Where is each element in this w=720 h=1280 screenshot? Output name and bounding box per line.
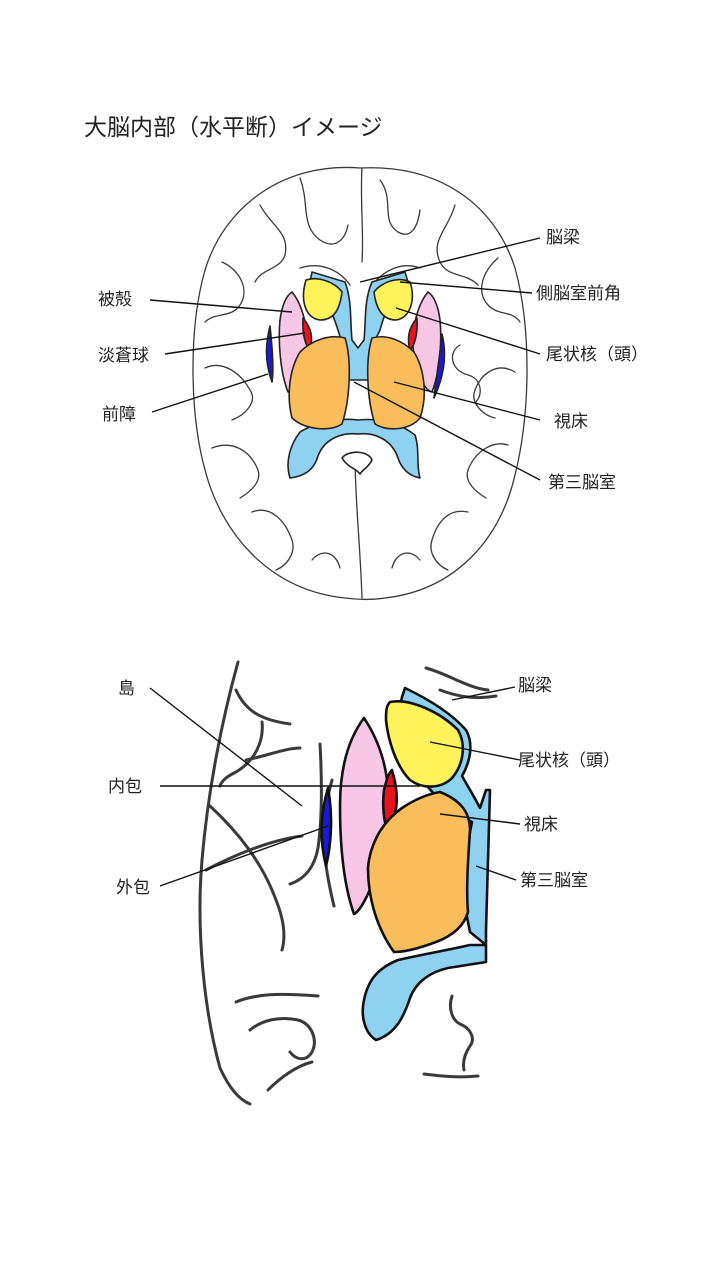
label-anterior-horn-top: 側脳室前角: [536, 284, 621, 304]
septum-gap: [341, 451, 373, 475]
label-corpus-callosum-bottom: 脳梁: [518, 676, 552, 696]
detail-thalamus: [366, 790, 472, 954]
bottom-leader-lines: [149, 686, 521, 887]
label-corpus-callosum-top: 脳梁: [546, 228, 580, 248]
label-globus-pallidus-top: 淡蒼球: [98, 346, 149, 366]
brain-outline: [192, 166, 528, 601]
label-caudate-head-top: 尾状核（頭）: [546, 345, 648, 365]
label-external-capsule-bottom: 外包: [116, 878, 150, 898]
label-thalamus-bottom: 視床: [524, 815, 558, 835]
top-labels: 脳梁 側脳室前角 被殻 淡蒼球 尾状核（頭） 前障 視床 第三脳室: [98, 228, 648, 493]
label-insula-bottom: 島: [118, 679, 135, 699]
label-putamen-top: 被殻: [98, 290, 132, 310]
label-third-ventricle-bottom: 第三脳室: [520, 871, 588, 891]
label-caudate-head-bottom: 尾状核（頭）: [518, 751, 620, 771]
bottom-labels: 脳梁 島 尾状核（頭） 内包 視床 第三脳室 外包: [108, 676, 620, 898]
horizontal-section-figure: [192, 166, 528, 601]
claustrum-right: [433, 333, 446, 399]
label-claustrum-top: 前障: [102, 405, 136, 425]
detail-caudate-head: [384, 700, 465, 788]
diagram-title: 大脳内部（水平断）イメージ: [84, 115, 383, 141]
enlarged-detail-figure: [198, 660, 498, 1106]
label-third-ventricle-top: 第三脳室: [548, 473, 616, 493]
top-leader-lines: [149, 237, 541, 481]
caudate-head-left: [302, 277, 343, 321]
label-internal-capsule-bottom: 内包: [108, 777, 142, 797]
thalamus-left: [288, 336, 351, 430]
label-thalamus-top: 視床: [554, 412, 588, 432]
claustrum-left: [265, 325, 274, 383]
